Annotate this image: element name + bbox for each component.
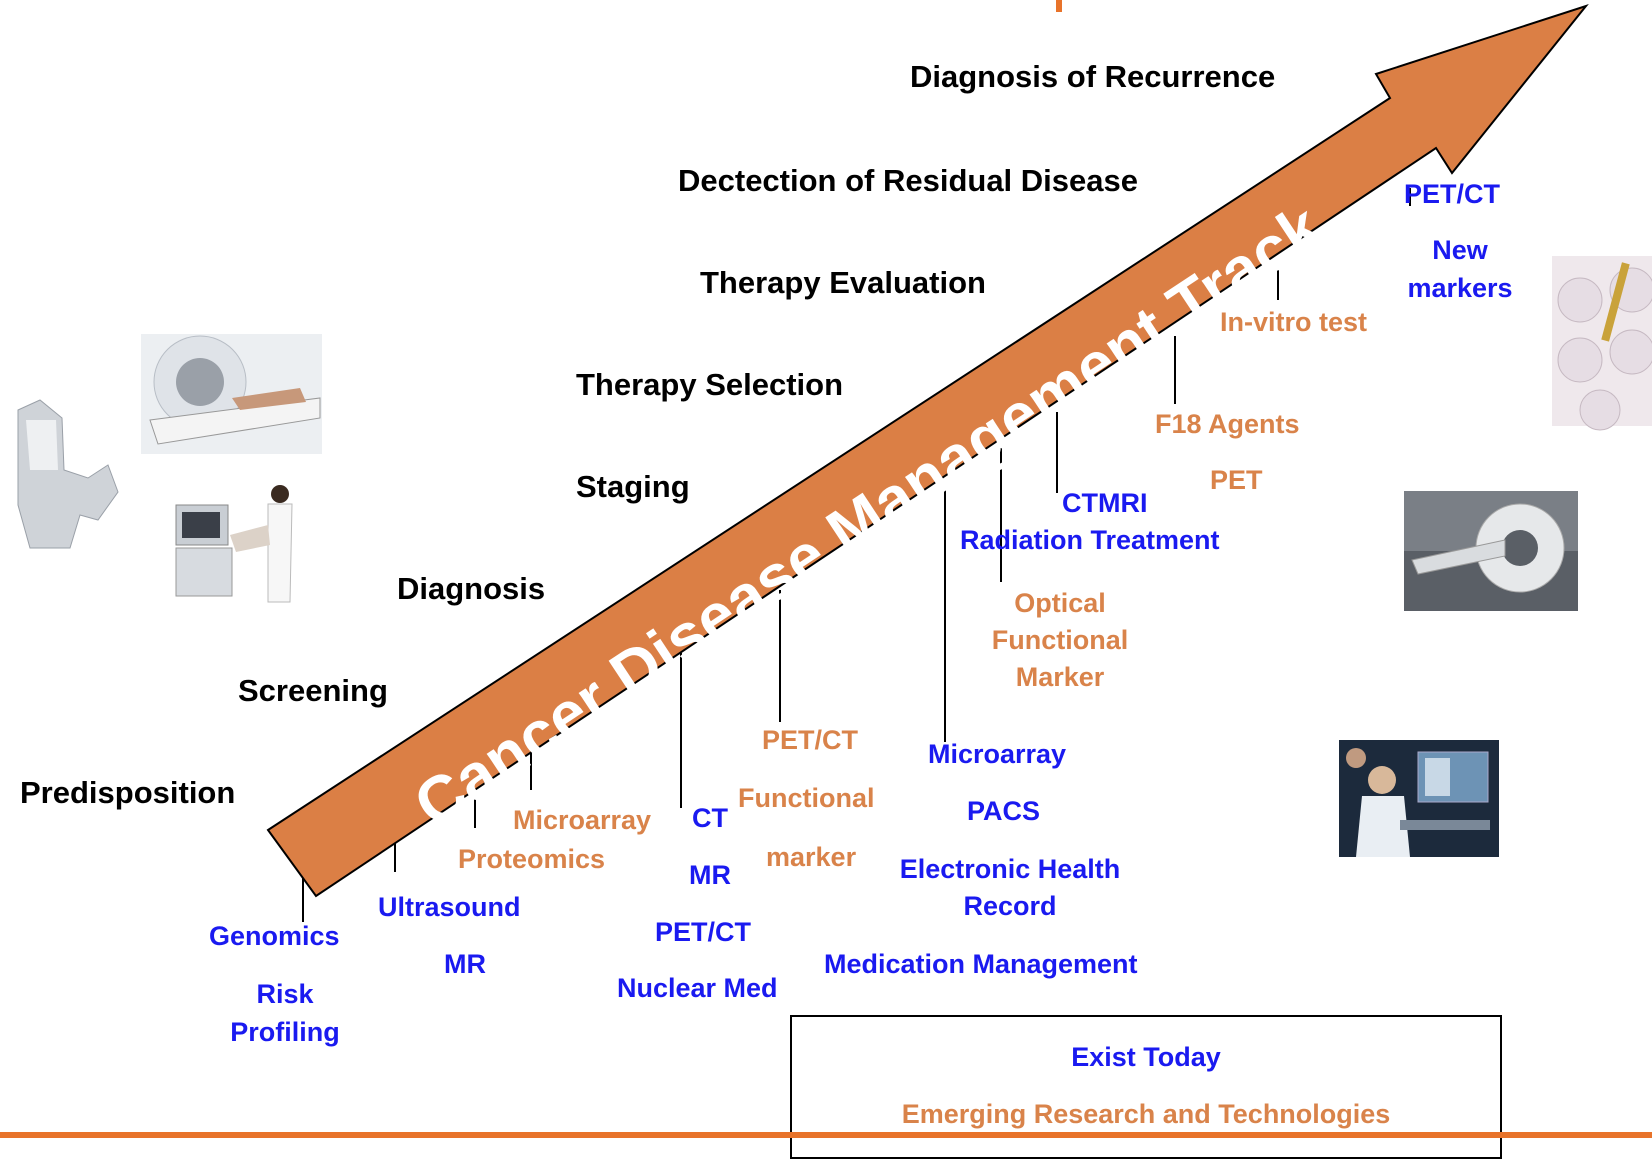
tech-pet: PET [1210,465,1263,495]
tech-ehr-line1: Electronic Health [899,854,1121,884]
tech-optical-line1: Optical [1014,588,1106,618]
tech-ehr-line2: Record [963,891,1057,921]
stage-recurrence: Diagnosis of Recurrence [910,59,1276,94]
tech-marker: marker [766,842,857,872]
tick-lines [302,188,1411,922]
tech-radiation-treatment: Radiation Treatment [960,525,1220,555]
disease-track-arrow [266,4,1589,898]
tech-microarray-emerging: Microarray [513,805,652,835]
tech-petct-recurrence: PET/CT [1404,179,1501,209]
tech-mr-diagnosis: MR [689,860,731,890]
tech-risk: Risk [256,979,314,1009]
stage-diagnosis: Diagnosis [397,571,546,606]
stage-therapy-selection: Therapy Selection [576,367,844,402]
stage-residual: Dectection of Residual Disease [678,163,1138,198]
stage-predisposition: Predisposition [20,775,236,810]
tech-markers: markers [1407,273,1513,303]
tech-profiling: Profiling [230,1017,340,1047]
bottom-accent-line [0,1132,1652,1138]
tech-new: New [1432,235,1488,265]
tech-proteomics: Proteomics [458,844,606,874]
tech-f18-agents: F18 Agents [1155,409,1300,439]
mri-scanner-photo [141,334,322,454]
mammography-device-photo [17,399,119,549]
legend-emerging: Emerging Research and Technologies [901,1099,1391,1129]
tech-petct-emerging: PET/CT [762,725,859,755]
tech-optical-line3: Marker [1015,662,1105,692]
tech-ct: CT [692,803,728,833]
tech-genomics: Genomics [209,921,340,951]
tech-optical-line2: Functional [991,625,1129,655]
lab-tubes-photo [1552,256,1652,431]
tech-mr-screening: MR [444,949,486,979]
tech-petct-diagnosis: PET/CT [655,917,752,947]
ultrasound-photo [172,480,293,603]
petct-scanner-photo [1404,491,1578,611]
radiology-workstation-photo [1339,740,1499,857]
tech-nuclear-med: Nuclear Med [617,973,778,1003]
top-accent-tick [1056,0,1062,12]
stage-staging: Staging [576,469,690,504]
legend-exist-today: Exist Today [1071,1042,1221,1072]
tech-invitro-test: In-vitro test [1220,307,1368,337]
stage-screening: Screening [238,673,388,708]
tech-ctmri: CTMRI [1062,488,1148,518]
tech-medication-management: Medication Management [824,949,1138,979]
stage-therapy-evaluation: Therapy Evaluation [700,265,986,300]
tech-ultrasound: Ultrasound [378,892,521,922]
tech-functional: Functional [738,783,875,813]
tech-pacs: PACS [967,796,1041,826]
tech-microarray-today: Microarray [928,739,1067,769]
